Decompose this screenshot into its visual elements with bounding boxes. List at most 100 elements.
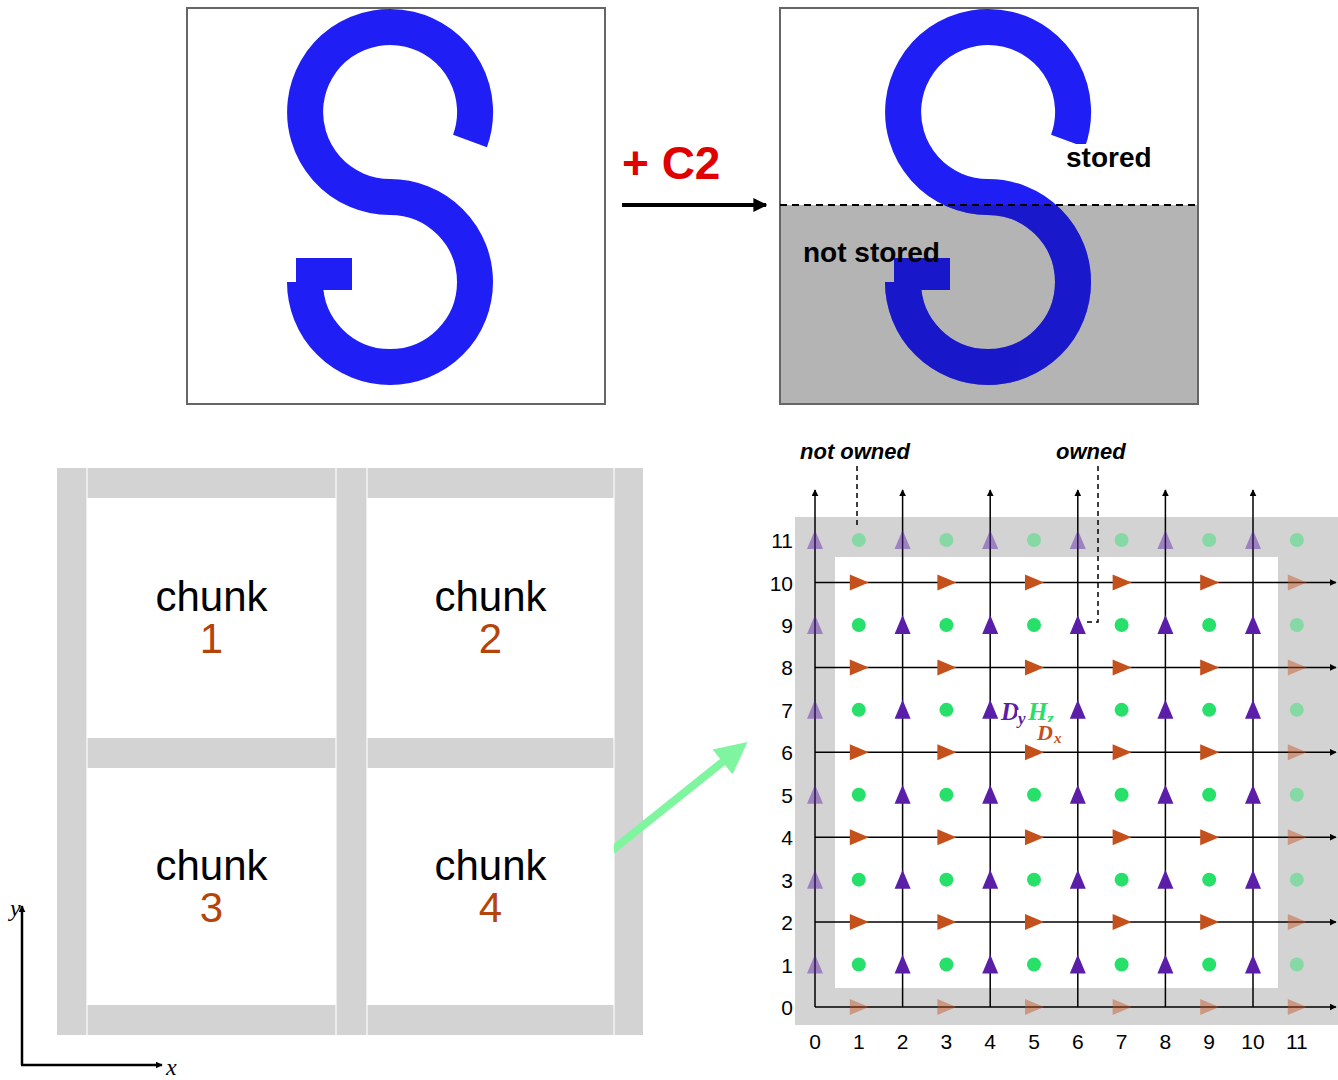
- dx-component: [937, 744, 956, 760]
- dy-component: [1157, 955, 1173, 974]
- dy-component: [807, 785, 823, 804]
- axis-number: 3: [941, 1031, 953, 1052]
- dy-component: [982, 615, 998, 634]
- dx-component: [1200, 914, 1219, 930]
- leader-line: [856, 466, 858, 526]
- grid-line: [815, 667, 1336, 669]
- dx-component: [1200, 829, 1219, 845]
- dy-component: [807, 955, 823, 974]
- chunk-number: 3: [200, 887, 223, 929]
- hz-component: [939, 958, 953, 972]
- dx-component: [1113, 659, 1132, 675]
- dx-component: [1200, 999, 1219, 1015]
- dx-component: [1288, 914, 1307, 930]
- panel-frame: [780, 8, 1198, 404]
- dx-component: [1113, 999, 1132, 1015]
- dx-component: [850, 829, 869, 845]
- dx-component: [937, 829, 956, 845]
- hz-component: [1027, 533, 1041, 547]
- dy-component: [895, 955, 911, 974]
- dy-component: [1245, 785, 1261, 804]
- dx-component: [1288, 659, 1307, 675]
- chunk-box: chunk3: [87, 768, 336, 1005]
- dy-component: [895, 530, 911, 549]
- axis-number: 8: [1160, 1031, 1172, 1052]
- dx-component: [1025, 829, 1044, 845]
- dy-component: [982, 955, 998, 974]
- dy-component: [1070, 785, 1086, 804]
- hz-component: [1202, 873, 1216, 887]
- axis-number: 0: [781, 997, 793, 1018]
- hz-component: [1115, 703, 1129, 717]
- hz-component: [1290, 618, 1304, 632]
- dy-component: [1157, 530, 1173, 549]
- dy-component: [982, 530, 998, 549]
- axis-number: 2: [781, 912, 793, 933]
- hz-component: [1290, 958, 1304, 972]
- axis-number: 6: [781, 742, 793, 763]
- panel-frame: [187, 8, 605, 404]
- dx-component: [1288, 575, 1307, 591]
- grid-line: [815, 1006, 1336, 1008]
- dx-component: [1200, 744, 1219, 760]
- grid-line: [814, 490, 816, 1007]
- axis-number: 11: [1286, 1031, 1308, 1052]
- axis-number: 5: [781, 784, 793, 805]
- dx-component: [850, 659, 869, 675]
- chunk-label: chunk: [434, 845, 546, 887]
- hz-component: [939, 873, 953, 887]
- transform-arrow: [622, 203, 766, 207]
- axis-number: 10: [1241, 1031, 1264, 1052]
- hz-component: [852, 618, 866, 632]
- dx-component: [1113, 744, 1132, 760]
- dx-component: [1113, 575, 1132, 591]
- hz-component: [1027, 618, 1041, 632]
- grid-line: [815, 582, 1336, 584]
- hz-component: [939, 788, 953, 802]
- leader-line: [1086, 466, 1098, 622]
- axis-number: 9: [781, 614, 793, 635]
- grid-seams: [87, 468, 614, 1035]
- dx-component: [850, 744, 869, 760]
- hz-component: [1202, 788, 1216, 802]
- s-shape: [296, 27, 475, 367]
- hz-component: [1290, 533, 1304, 547]
- dy-component: [1157, 615, 1173, 634]
- axis-number: 11: [771, 530, 793, 551]
- hz-component: [1202, 958, 1216, 972]
- axis-number: 1: [853, 1031, 865, 1052]
- dy-component: [895, 870, 911, 889]
- dy-component: [1245, 700, 1261, 719]
- owned-region: [835, 557, 1278, 988]
- cut-line: [780, 204, 1198, 206]
- dy-component: [807, 615, 823, 634]
- dx-component: [937, 999, 956, 1015]
- dy-component: [1070, 530, 1086, 549]
- axis-name: y: [10, 896, 21, 920]
- field-subscript: y: [1017, 710, 1027, 727]
- chunk-number: 2: [479, 618, 502, 660]
- dy-component: [1157, 700, 1173, 719]
- dx-component: [937, 914, 956, 930]
- dy-component: [807, 870, 823, 889]
- y-axis: [21, 906, 24, 1065]
- dx-component: [1025, 575, 1044, 591]
- dx-component: [1200, 659, 1219, 675]
- axis-number: 6: [1072, 1031, 1084, 1052]
- hz-component: [939, 703, 953, 717]
- chunk-box: chunk1: [87, 498, 336, 738]
- hz-component: [1027, 958, 1041, 972]
- dy-component: [807, 530, 823, 549]
- hz-component: [1290, 788, 1304, 802]
- chunk-box: chunk4: [367, 768, 614, 1005]
- dy-component: [982, 870, 998, 889]
- s-shade: [894, 205, 1073, 367]
- ghost-region: [795, 517, 1338, 1025]
- axis-number: 5: [1028, 1031, 1040, 1052]
- chunk-box: chunk2: [367, 498, 614, 738]
- hz-component: [1202, 703, 1216, 717]
- x-axis: [21, 1064, 162, 1067]
- region-label: owned: [1056, 441, 1126, 463]
- dy-component: [1070, 955, 1086, 974]
- dy-component: [1245, 615, 1261, 634]
